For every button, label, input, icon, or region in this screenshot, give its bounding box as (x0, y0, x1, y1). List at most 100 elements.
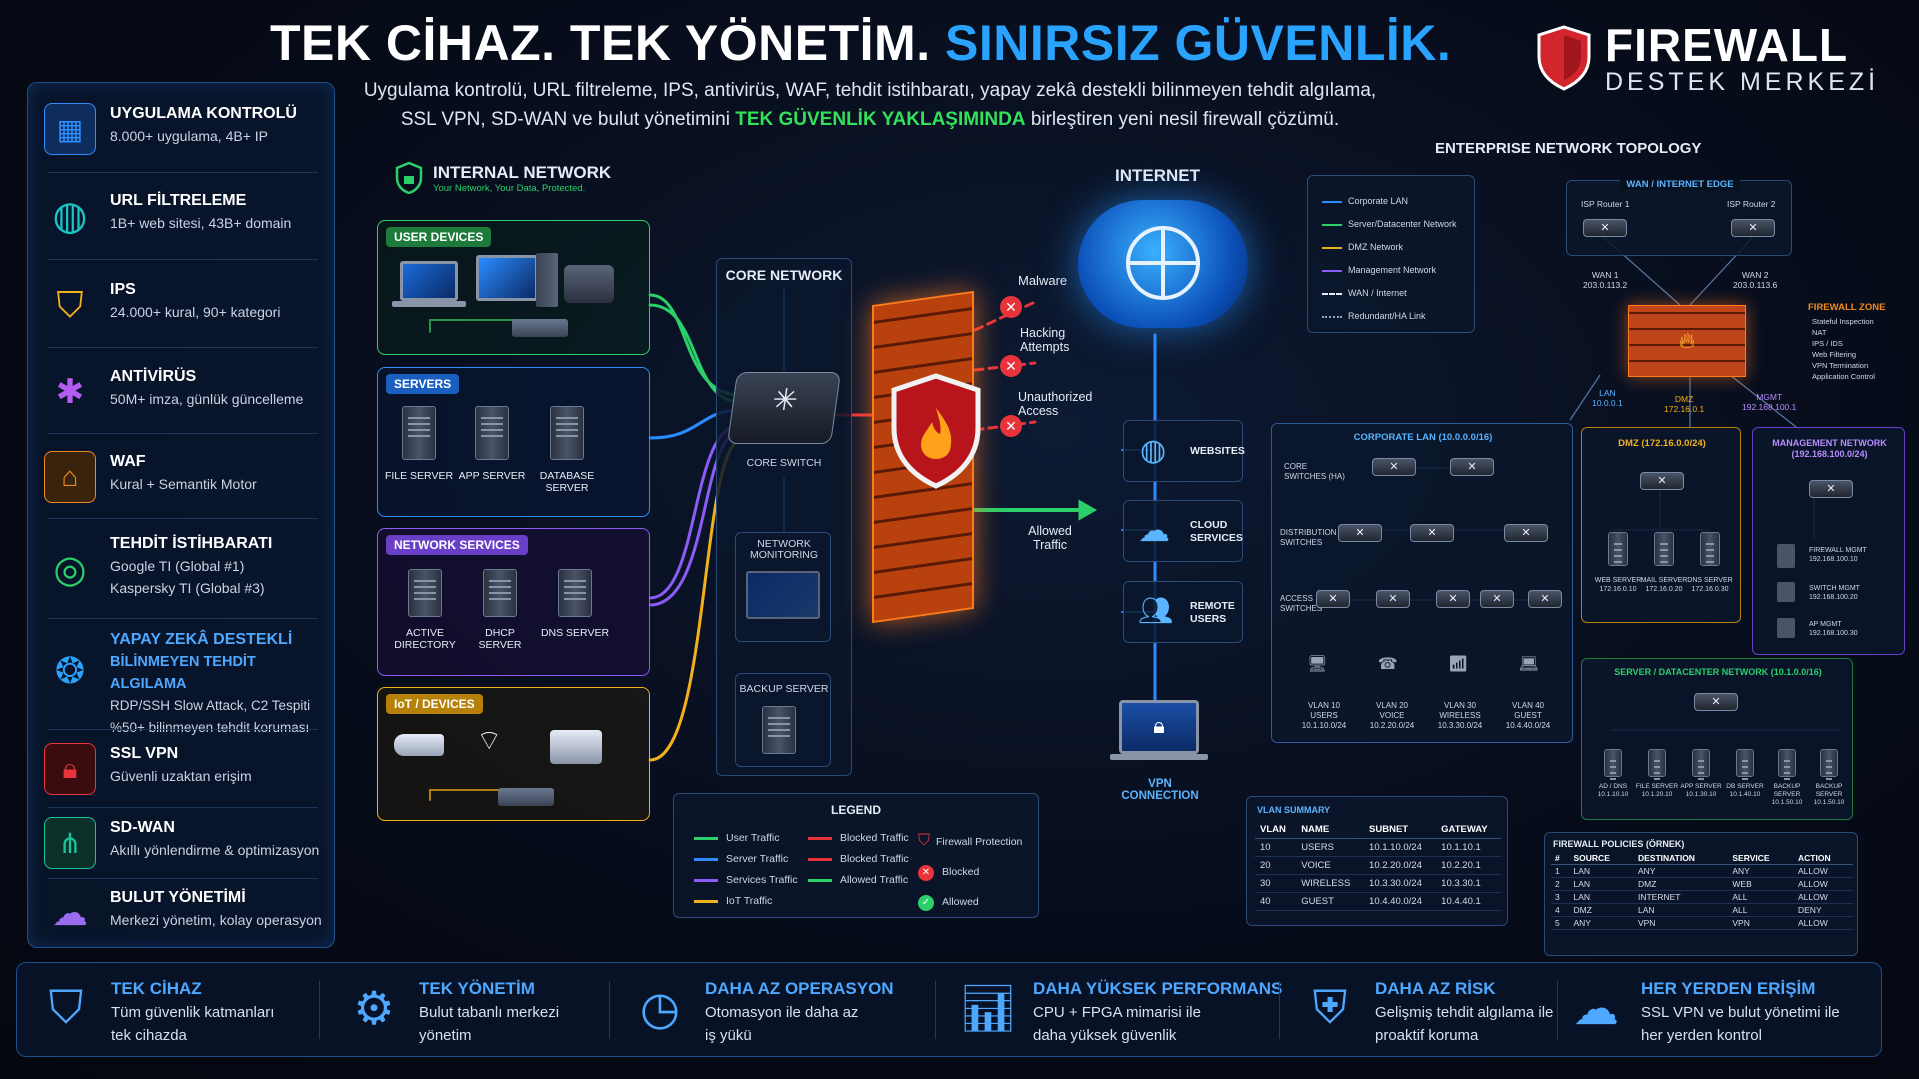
table-cell: VPN (1633, 916, 1729, 930)
divider (609, 981, 610, 1039)
tower-icon (536, 253, 558, 307)
server-name: DB SERVER (1726, 783, 1764, 790)
table-cell: GUEST (1296, 892, 1365, 911)
benefit-title: TEK YÖNETİM (419, 979, 535, 998)
dhcp-server-label: DHCP SERVER (478, 627, 522, 651)
firewall-zone-features: Stateful Inspection NAT IPS / IDS Web Fi… (1812, 316, 1875, 382)
file-server-label: FILE SERVER (384, 470, 454, 482)
benefit-title: TEK CİHAZ (111, 979, 202, 998)
access-switches-label: ACCESS SWITCHES (1280, 594, 1323, 613)
subtitle-line-2c: birleştiren yeni nesil firewall çözümü. (1030, 109, 1340, 130)
fw-feature: Stateful Inspection (1812, 317, 1874, 326)
corporate-lan-box: CORPORATE LAN (10.0.0.0/16) CORE SWITCHE… (1271, 423, 1573, 743)
table-cell: LAN (1569, 877, 1634, 891)
feature-title: IPS (110, 281, 136, 298)
isp-router-2-label: ISP Router 2 (1727, 199, 1776, 209)
dmz-label: DMZ (1674, 394, 1694, 404)
camera-icon (394, 734, 444, 756)
core-switch-icon: ✳ (726, 372, 842, 444)
feature-desc: 8.000+ uygulama, 4B+ IP (110, 128, 268, 144)
backup-server-icon (1820, 749, 1838, 782)
shield-check-icon: ⛨ (1312, 981, 1348, 1033)
table-cell: 10.4.40.1 (1436, 892, 1501, 911)
access-switch-icon (1436, 590, 1470, 608)
distribution-switches-label: DISTRIBUTION SWITCHES (1280, 528, 1337, 547)
access-switch-icon (1376, 590, 1410, 608)
internal-network-title: INTERNAL NETWORK (433, 162, 612, 182)
title-part-1: TEK CİHAZ. TEK YÖNETİM. (270, 15, 931, 71)
internet-cloud-icon (1078, 200, 1248, 328)
legend-item: WAN / Internet (1348, 288, 1407, 298)
group-label: NETWORK SERVICES (386, 535, 528, 555)
mgmt-ip: 192.168.100.1 (1742, 402, 1797, 412)
server-ip: 172.16.0.30 (1691, 586, 1729, 593)
printer-icon (550, 730, 602, 764)
divider (319, 981, 320, 1039)
cloud-services-box: ☁ CLOUD SERVICES (1123, 500, 1243, 562)
firewall-policies-box: FIREWALL POLICIES (ÖRNEK) # SOURCE DESTI… (1544, 832, 1858, 956)
table-header: SERVICE (1728, 852, 1794, 865)
globe-icon: ◍ (52, 194, 88, 238)
clock-icon: ◷ (639, 982, 681, 1034)
app-server-icon (475, 406, 509, 460)
table-cell: VPN (1728, 916, 1794, 930)
table-cell: ALLOW (1794, 864, 1853, 878)
benefit-desc: Otomasyon ile daha az (705, 1004, 859, 1021)
cloud-icon: ☁ (1138, 512, 1170, 548)
benefit-desc: Tüm güvenlik katmanları (111, 1004, 275, 1021)
feature-title: URL FİLTRELEME (110, 192, 247, 209)
dmz-ip: 172.16.0.1 (1664, 404, 1705, 414)
divider (48, 518, 318, 519)
feature-title: BULUT YÖNETİMİ (110, 889, 246, 906)
divider (48, 347, 318, 348)
vlan-net: 10.1.10.0/24 (1301, 721, 1347, 730)
server-name: BACKUP SERVER (1773, 783, 1801, 798)
page-title: TEK CİHAZ. TEK YÖNETİM. SINIRSIZ GÜVENLİ… (270, 14, 1451, 72)
title-part-2: SINIRSIZ GÜVENLİK. (945, 15, 1452, 71)
feature-desc: Güvenli uzaktan erişim (110, 768, 252, 784)
brand-subtitle: DESTEK MERKEZİ (1605, 68, 1880, 96)
monitor-dashboard-icon (746, 571, 820, 619)
datacenter-switch-icon (1694, 693, 1738, 711)
server-ip: 172.16.0.20 (1645, 586, 1683, 593)
divider (1557, 981, 1558, 1039)
feature-title: YAPAY ZEKÂ DESTEKLİ (110, 631, 293, 648)
server-name: WEB SERVER (1594, 577, 1642, 584)
fw-feature: Application Control (1812, 372, 1875, 381)
mgmt-item-name: AP MGMT (1809, 621, 1842, 628)
laptop-icon: 💻︎ (1518, 656, 1539, 673)
feature-desc: RDP/SSH Slow Attack, C2 Tespiti (110, 698, 311, 713)
cloud-upload-icon: ☁ (1573, 982, 1619, 1034)
mgmt-item-ip: 192.168.100.10 (1809, 556, 1858, 563)
server-ip: 172.16.0.10 (1599, 586, 1637, 593)
benefit-desc: SSL VPN ve bulut yönetimi ile (1641, 1004, 1840, 1021)
distribution-switch-icon (1410, 524, 1454, 542)
laptop-icon (400, 261, 458, 301)
table-header: NAME (1296, 821, 1365, 839)
topology-legend-items: Corporate LAN Server/Datacenter Network … (1322, 190, 1457, 328)
benefit-desc: yönetim (419, 1027, 472, 1044)
topology-title: ENTERPRISE NETWORK TOPOLOGY (1435, 140, 1702, 157)
table-cell: 30 (1255, 874, 1297, 893)
server-name: FILE SERVER (1635, 783, 1679, 790)
vlan-name: VLAN 20 (1375, 701, 1409, 710)
table-cell: 1 (1551, 864, 1570, 878)
network-nodes-icon: ⋔ (44, 817, 96, 869)
backup-server-icon (762, 706, 796, 754)
mgmt-switch-icon (1809, 480, 1853, 498)
cloud-services-label: CLOUD SERVICES (1190, 519, 1243, 544)
table-cell: VOICE (1296, 856, 1365, 875)
vlan-type: VOICE (1379, 711, 1405, 720)
table-header-row: VLAN NAME SUBNET GATEWAY (1255, 821, 1501, 839)
management-network-title: MANAGEMENT NETWORK (192.168.100.0/24) (1772, 438, 1887, 459)
